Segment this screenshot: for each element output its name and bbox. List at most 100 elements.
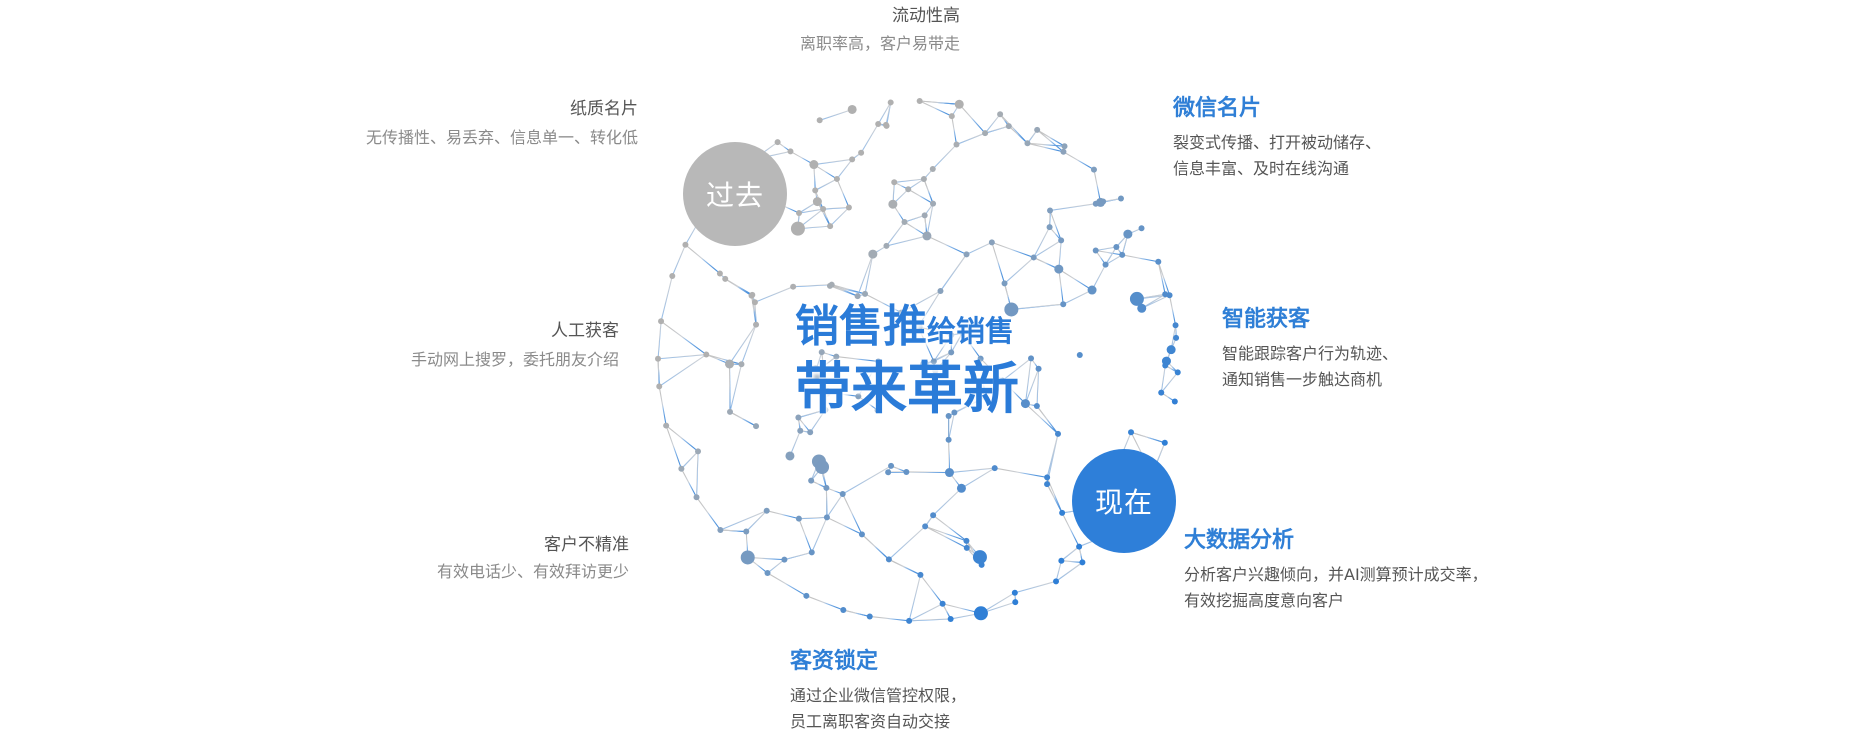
network-node — [807, 429, 814, 436]
network-link — [1002, 380, 1026, 404]
network-link — [1130, 431, 1165, 444]
network-node — [812, 197, 822, 207]
network-node — [1046, 224, 1053, 231]
network-link — [919, 100, 953, 117]
network-link — [951, 116, 958, 145]
network-link — [948, 412, 955, 440]
network-link — [1002, 357, 1032, 382]
network-link — [877, 361, 879, 411]
network-node — [727, 408, 734, 415]
network-link — [932, 487, 962, 516]
network-node — [808, 549, 815, 556]
network-link — [657, 321, 662, 359]
network-link — [857, 361, 879, 397]
network-node — [901, 218, 908, 225]
network-link — [767, 559, 785, 574]
network-link — [745, 510, 768, 532]
network-link — [999, 113, 1028, 144]
network-node — [920, 359, 930, 369]
network-link — [948, 439, 951, 473]
network-link — [1061, 546, 1080, 562]
network-link — [660, 320, 707, 355]
network-link — [823, 206, 849, 210]
network-link — [864, 253, 874, 295]
network-node — [795, 515, 802, 522]
network-link — [1105, 254, 1123, 266]
network-link — [1095, 249, 1123, 256]
network-node — [678, 465, 685, 472]
network-link — [767, 572, 807, 597]
network-link — [924, 525, 968, 549]
network-node — [1129, 291, 1144, 306]
network-node — [903, 468, 910, 475]
network-link — [809, 409, 826, 433]
network-node — [845, 204, 852, 211]
now-item-title: 智能获客 — [1222, 307, 1311, 332]
network-link — [908, 574, 921, 621]
network-link — [920, 574, 944, 605]
network-node — [743, 528, 750, 535]
network-node — [1034, 126, 1041, 133]
network-node — [1092, 200, 1099, 207]
network-node — [1087, 285, 1097, 295]
network-node — [1128, 429, 1135, 436]
network-link — [1160, 372, 1179, 393]
network-node — [963, 251, 970, 258]
network-node — [849, 156, 856, 163]
headline-line1-big: 销售推 — [795, 301, 927, 352]
network-node — [1033, 402, 1040, 409]
network-node — [874, 407, 881, 414]
network-link — [836, 356, 879, 362]
network-link — [917, 290, 941, 328]
network-node — [795, 414, 802, 421]
network-node — [1044, 481, 1051, 488]
network-node — [906, 617, 913, 624]
network-node — [1162, 362, 1169, 369]
network-node — [882, 121, 889, 128]
network-link — [729, 411, 757, 427]
network-node — [816, 117, 823, 124]
network-node — [921, 212, 928, 219]
network-link — [907, 188, 934, 205]
network-node — [982, 394, 989, 401]
network-link — [857, 253, 874, 297]
network-node — [1100, 198, 1107, 205]
network-node — [948, 349, 955, 356]
network-link — [1157, 261, 1171, 296]
network-link — [904, 214, 925, 223]
network-node — [809, 160, 819, 170]
network-link — [1024, 368, 1040, 404]
network-node — [948, 332, 955, 339]
network-node — [1059, 509, 1066, 516]
network-node — [1044, 474, 1051, 481]
network-link — [923, 178, 934, 204]
network-link — [816, 201, 831, 227]
network-link — [1157, 261, 1166, 295]
network-link — [720, 510, 767, 531]
network-link — [1169, 295, 1177, 326]
network-link — [660, 275, 673, 322]
network-node — [1166, 345, 1176, 355]
network-node — [944, 468, 954, 478]
network-link — [797, 417, 811, 433]
network-link — [1033, 239, 1062, 258]
network-link — [685, 244, 721, 274]
network-link — [665, 425, 699, 452]
network-node — [1001, 280, 1008, 287]
network-link — [665, 425, 682, 469]
network-node — [717, 526, 724, 533]
network-node — [751, 299, 758, 306]
network-node — [827, 223, 834, 230]
network-link — [798, 208, 824, 214]
network-node — [656, 383, 663, 390]
now-item-wechat-card: 微信名片 裂变式传播、打开被动储存、 信息丰富、及时在线沟通 — [1173, 94, 1381, 182]
network-link — [671, 244, 686, 277]
network-node — [785, 451, 795, 461]
network-node — [1060, 301, 1067, 308]
network-link — [1014, 580, 1057, 594]
network-node — [839, 491, 846, 498]
network-link — [1036, 405, 1059, 435]
network-link — [729, 324, 757, 365]
network-node — [815, 460, 830, 475]
network-link — [1049, 210, 1062, 241]
